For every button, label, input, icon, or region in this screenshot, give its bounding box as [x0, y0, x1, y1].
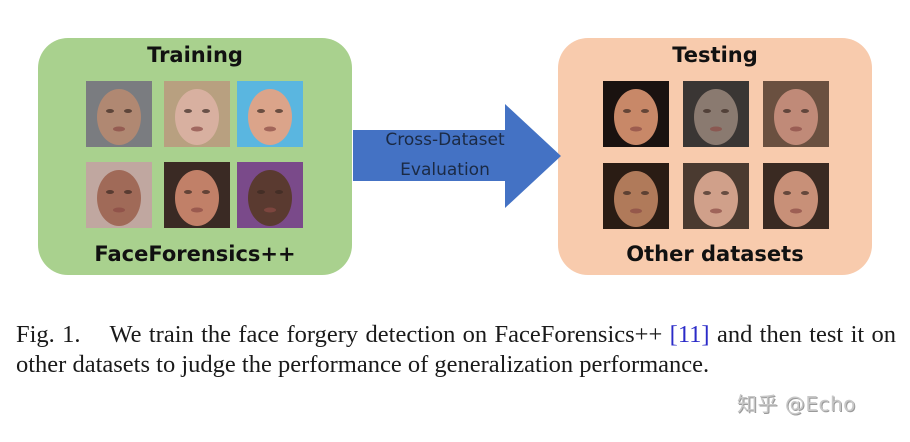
citation-link[interactable]: [11]: [669, 321, 710, 348]
training-face-image-3: [237, 81, 303, 147]
testing-face-image-1: [603, 81, 669, 147]
figure-caption: Fig. 1. We train the face forgery detect…: [16, 320, 896, 380]
training-face-image-1: [86, 81, 152, 147]
testing-title: Testing: [672, 43, 758, 67]
testing-panel: Testing Other datasets: [558, 38, 872, 275]
training-title: Training: [147, 43, 243, 67]
caption-text-1: We train the face forgery detection on F…: [109, 321, 663, 348]
training-face-image-5: [164, 162, 230, 228]
training-face-image-4: [86, 162, 152, 228]
caption-label: Fig. 1.: [16, 321, 81, 348]
arrow-label-line1: Cross-Dataset: [385, 130, 505, 150]
testing-face-image-2: [683, 81, 749, 147]
testing-face-image-4: [603, 163, 669, 229]
training-dataset-label: FaceForensics++: [94, 242, 296, 266]
testing-dataset-label: Other datasets: [626, 242, 804, 266]
training-face-image-6: [237, 162, 303, 228]
training-panel: Training FaceForensics++: [38, 38, 352, 275]
watermark: 知乎 @Echo: [737, 392, 856, 416]
testing-face-image-6: [763, 163, 829, 229]
caption-text-2: and then test it on other datasets to ju…: [16, 321, 897, 378]
testing-face-image-5: [683, 163, 749, 229]
arrow-icon: [353, 104, 561, 208]
testing-face-image-3: [763, 81, 829, 147]
training-face-image-2: [164, 81, 230, 147]
arrow-label-line2: Evaluation: [400, 160, 490, 180]
arrow-label: Cross-Dataset Evaluation: [355, 125, 535, 185]
